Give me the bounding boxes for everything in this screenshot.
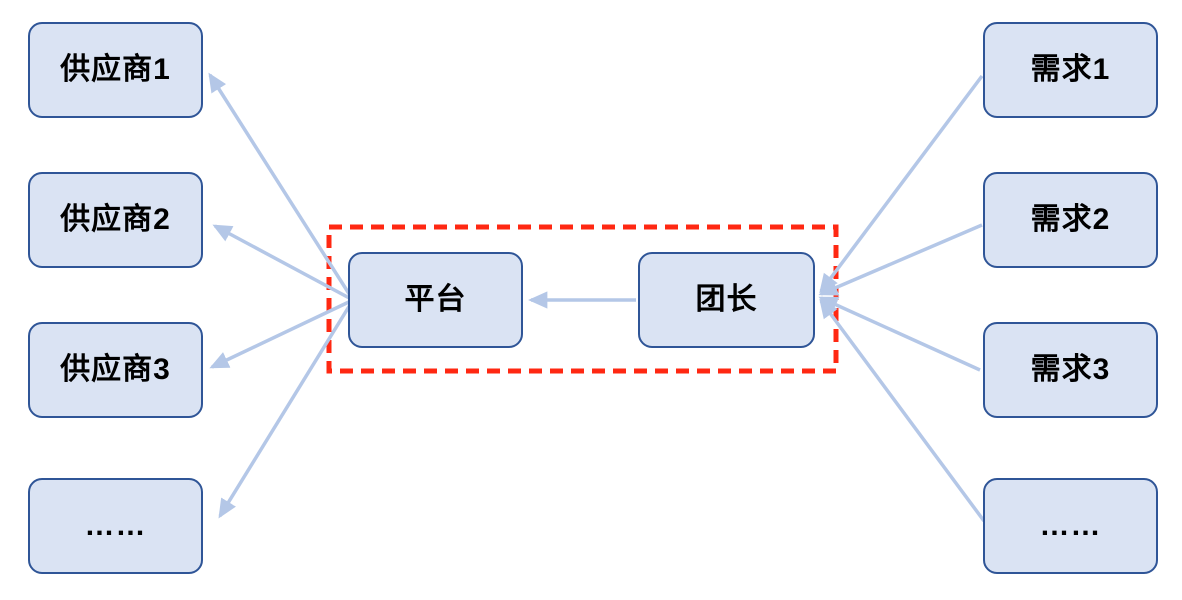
node-demand-3-label: 需求3 xyxy=(1030,353,1111,386)
node-supplier-more-label: …… xyxy=(84,509,147,542)
node-platform-label: 平台 xyxy=(404,283,467,316)
arrow-demand2-to-leader xyxy=(818,223,983,296)
node-platform: 平台 xyxy=(348,252,523,348)
arrow-platform-to-supplier2 xyxy=(212,224,354,302)
node-demand-1-label: 需求1 xyxy=(1030,53,1111,86)
node-leader-label: 团长 xyxy=(695,283,758,316)
arrow-platform-to-supplier3 xyxy=(209,298,354,369)
arrow-demand-more-to-leader xyxy=(819,298,986,523)
node-supplier-3-label: 供应商3 xyxy=(60,353,171,386)
node-demand-more-label: …… xyxy=(1039,509,1102,542)
node-demand-2: 需求2 xyxy=(983,172,1158,268)
node-leader: 团长 xyxy=(638,252,815,348)
node-demand-more: …… xyxy=(983,478,1158,574)
node-supplier-1: 供应商1 xyxy=(28,22,203,118)
platform-to-suppliers-arrows xyxy=(208,72,355,519)
node-supplier-2: 供应商2 xyxy=(28,172,203,268)
node-supplier-more: …… xyxy=(28,478,203,574)
node-demand-2-label: 需求2 xyxy=(1030,203,1111,236)
node-demand-3: 需求3 xyxy=(983,322,1158,418)
node-demand-1: 需求1 xyxy=(983,22,1158,118)
node-supplier-1-label: 供应商1 xyxy=(60,53,171,86)
arrow-platform-to-supplier-more xyxy=(218,299,355,519)
demands-to-leader-arrows xyxy=(818,74,986,523)
arrow-demand1-to-leader xyxy=(819,74,984,294)
arrow-demand3-to-leader xyxy=(818,296,981,372)
node-supplier-2-label: 供应商2 xyxy=(60,203,171,236)
arrow-platform-to-supplier1 xyxy=(208,72,355,301)
node-supplier-3: 供应商3 xyxy=(28,322,203,418)
